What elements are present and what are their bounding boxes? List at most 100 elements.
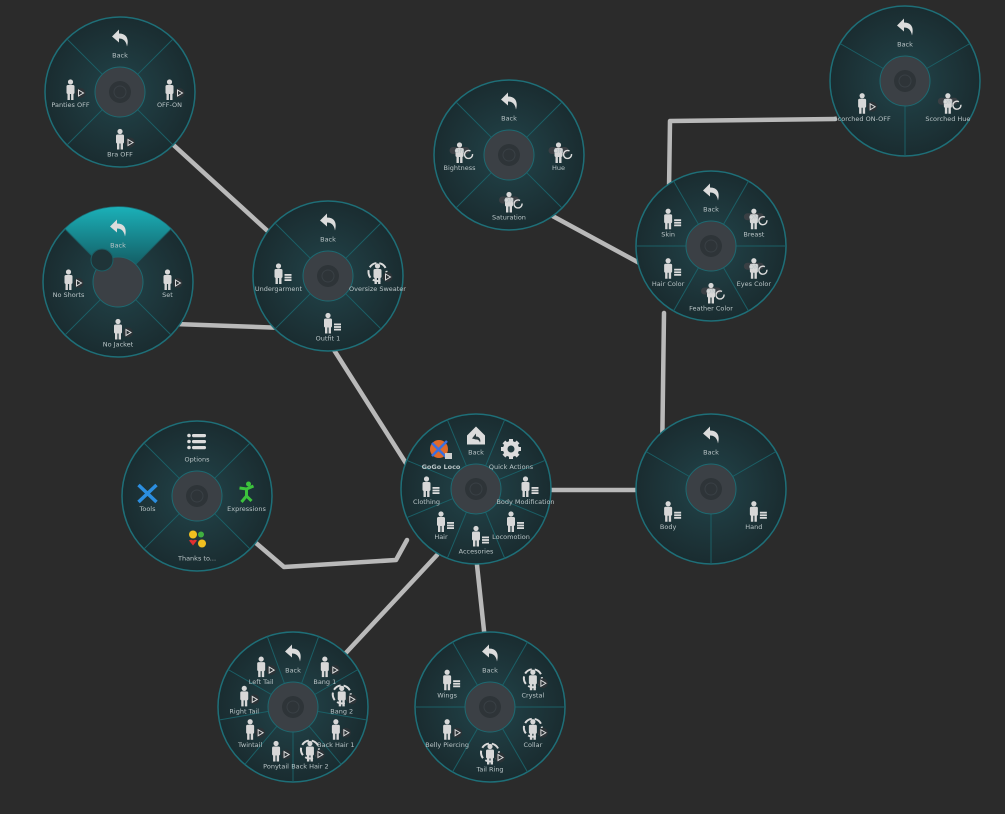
menu-item-body-modification[interactable]: Body Modification	[496, 476, 555, 506]
menu-item-label: No Shorts	[53, 291, 85, 299]
person-toggle-icon	[272, 740, 292, 762]
connector-line-underwear-to-clothing	[165, 137, 275, 238]
sector-divider	[214, 513, 251, 550]
menu-item-left-tail[interactable]: Left Tail	[249, 656, 277, 686]
menu-item-hand[interactable]: Hand	[745, 501, 767, 531]
menu-item-back[interactable]: Back	[112, 29, 128, 60]
menu-item-back[interactable]: Back	[285, 644, 301, 675]
connector-line-outfit1-to-clothing	[172, 321, 288, 331]
radial-badge: ON	[943, 98, 953, 106]
sector-divider	[143, 442, 180, 479]
menu-item-back-hair-1[interactable]: Back Hair 1	[317, 719, 355, 749]
menu-item-tools[interactable]: Tools	[137, 483, 158, 513]
menu-item-label: Options	[184, 456, 210, 464]
menu-item-gogo-loco[interactable]: GoGo Loco	[422, 439, 461, 471]
sector-divider	[406, 498, 454, 519]
menu-item-no-jacket[interactable]: No Jacket	[103, 318, 134, 349]
menu-item-no-shorts[interactable]: No Shorts	[53, 269, 85, 299]
menu-item-hair-color[interactable]: Hair Color	[652, 258, 685, 288]
menu-item-crystal[interactable]: Crystal	[521, 668, 548, 699]
menu-item-skin[interactable]: Skin	[661, 208, 682, 239]
center-dot	[700, 235, 722, 257]
sector-divider	[446, 419, 467, 467]
menu-item-back-hair-2[interactable]: Back Hair 2	[291, 739, 329, 771]
menu-item-quick-actions[interactable]: Quick Actions	[489, 438, 534, 471]
menu-item-back[interactable]: Back	[467, 426, 485, 457]
menu-item-twintail[interactable]: Twintail	[237, 719, 266, 749]
menu-item-oversize-sweater[interactable]: Oversize Sweater	[349, 262, 406, 293]
sector-divider	[219, 710, 269, 721]
person-radial-icon: ON	[743, 258, 768, 279]
person-toggle-icon	[116, 128, 135, 150]
center-ring	[483, 700, 497, 714]
menu-item-scorched-on-off[interactable]: Scorched ON-OFF	[834, 93, 891, 123]
rotate-toggle-icon	[522, 668, 548, 691]
menu-item-back[interactable]: Back	[501, 92, 517, 123]
menu-item-locomotion[interactable]: Locomotion	[492, 511, 530, 541]
menu-item-back[interactable]: Back	[703, 183, 719, 214]
menu-item-outfit-1[interactable]: Outfit 1	[316, 312, 341, 343]
back-arrow-icon	[703, 426, 719, 444]
menu-item-back[interactable]: Back	[482, 644, 498, 675]
menu-item-ponytail[interactable]: Ponytail	[263, 740, 292, 771]
sector-divider	[137, 109, 174, 146]
menu-item-label: Locomotion	[492, 533, 530, 541]
sector-divider	[526, 101, 563, 138]
menu-item-thanks-to[interactable]: Thanks to...	[177, 530, 216, 563]
menu-item-back[interactable]: Back	[320, 213, 336, 244]
person-toggle-icon	[240, 685, 260, 707]
menu-item-clothing[interactable]: Clothing	[413, 476, 440, 506]
sector-divider	[645, 451, 690, 477]
menu-item-wings[interactable]: Wings	[437, 669, 461, 700]
menu-item-bra-off[interactable]: Bra OFF	[107, 128, 135, 159]
menu-item-set[interactable]: Set	[162, 269, 183, 299]
menu-item-off-on[interactable]: OFF-ON	[157, 79, 185, 109]
menu-item-right-tail[interactable]: Right Tail	[229, 685, 260, 716]
menu-item-label: Bang 1	[313, 678, 336, 686]
center-dot	[700, 478, 722, 500]
back-arrow-icon	[110, 219, 126, 237]
menu-item-label: Feather Color	[689, 305, 733, 313]
sector-divider	[317, 710, 367, 721]
menu-item-belly-piercing[interactable]: Belly Piercing	[425, 719, 469, 749]
menu-item-expressions[interactable]: Expressions	[227, 481, 266, 514]
cursor-indicator	[90, 248, 114, 272]
menu-item-label: Hair	[434, 533, 448, 541]
menu-item-undergarment[interactable]: Undergarment	[255, 263, 303, 293]
menu-item-collar[interactable]: Collar	[522, 717, 548, 749]
person-submenu-icon	[664, 501, 682, 522]
center-dot	[479, 696, 501, 718]
menu-item-tail-ring[interactable]: Tail Ring	[475, 742, 505, 774]
person-toggle-icon	[331, 719, 351, 740]
person-toggle-icon	[320, 656, 340, 678]
person-radial-icon: ON	[499, 191, 523, 213]
menu-item-back[interactable]: Back	[897, 18, 913, 49]
menu-item-label: Back Hair 1	[317, 741, 354, 749]
menu-item-back[interactable]: Back	[110, 219, 126, 250]
menu-item-label: Accesories	[459, 548, 494, 556]
menu-item-options[interactable]: Options	[184, 433, 210, 464]
menu-item-panties-off[interactable]: Panties OFF	[51, 79, 90, 109]
menu-item-bang-1[interactable]: Bang 1	[313, 656, 340, 686]
back-arrow-icon	[703, 183, 719, 201]
sector-divider	[526, 172, 563, 209]
menu-item-label: Back	[501, 115, 517, 123]
menu-item-label: Outfit 1	[316, 335, 341, 343]
back-arrow-icon	[112, 29, 128, 47]
menu-item-hair[interactable]: Hair	[434, 511, 454, 541]
menu-item-bang-2[interactable]: Bang 2	[330, 684, 357, 715]
menu-item-body[interactable]: Body	[660, 501, 682, 531]
menu-item-back[interactable]: Back	[703, 426, 719, 457]
sector-divider	[135, 299, 172, 336]
menu-item-accesories[interactable]: Accesories	[459, 525, 494, 556]
